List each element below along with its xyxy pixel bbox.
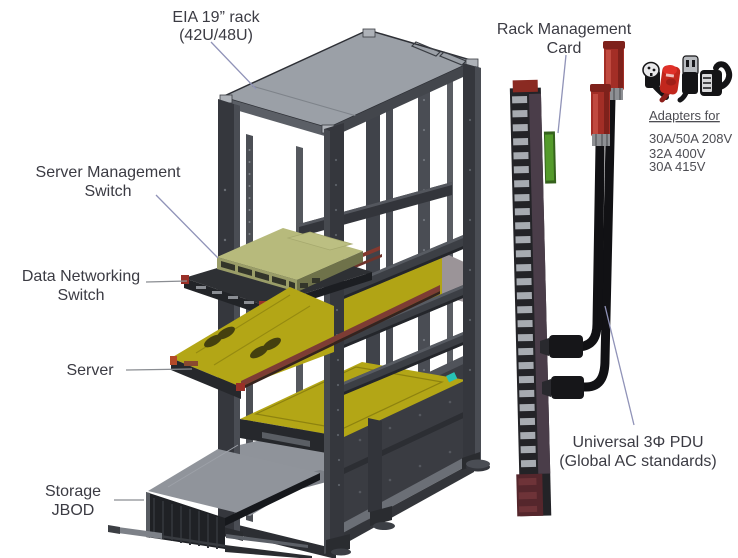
- svg-text:Server Management: Server Management: [36, 164, 182, 181]
- svg-text:Storage: Storage: [45, 483, 101, 500]
- svg-text:30A 415V: 30A 415V: [649, 159, 706, 174]
- svg-text:32A 400V: 32A 400V: [649, 146, 706, 161]
- svg-text:Universal 3Φ PDU: Universal 3Φ PDU: [572, 434, 703, 451]
- svg-text:EIA 19” rack: EIA 19” rack: [172, 9, 260, 26]
- svg-text:JBOD: JBOD: [52, 502, 95, 519]
- svg-text:Card: Card: [547, 40, 582, 57]
- svg-text:(42U/48U): (42U/48U): [179, 27, 253, 44]
- svg-text:30A/50A 208V: 30A/50A 208V: [649, 131, 732, 146]
- svg-text:Switch: Switch: [57, 287, 104, 304]
- svg-text:Server: Server: [66, 362, 114, 379]
- svg-text:Rack Management: Rack Management: [497, 21, 632, 38]
- svg-text:Adapters for: Adapters for: [649, 108, 720, 123]
- svg-text:Switch: Switch: [84, 183, 131, 200]
- svg-text:(Global AC standards): (Global AC standards): [559, 453, 716, 470]
- svg-text:Data Networking: Data Networking: [22, 268, 140, 285]
